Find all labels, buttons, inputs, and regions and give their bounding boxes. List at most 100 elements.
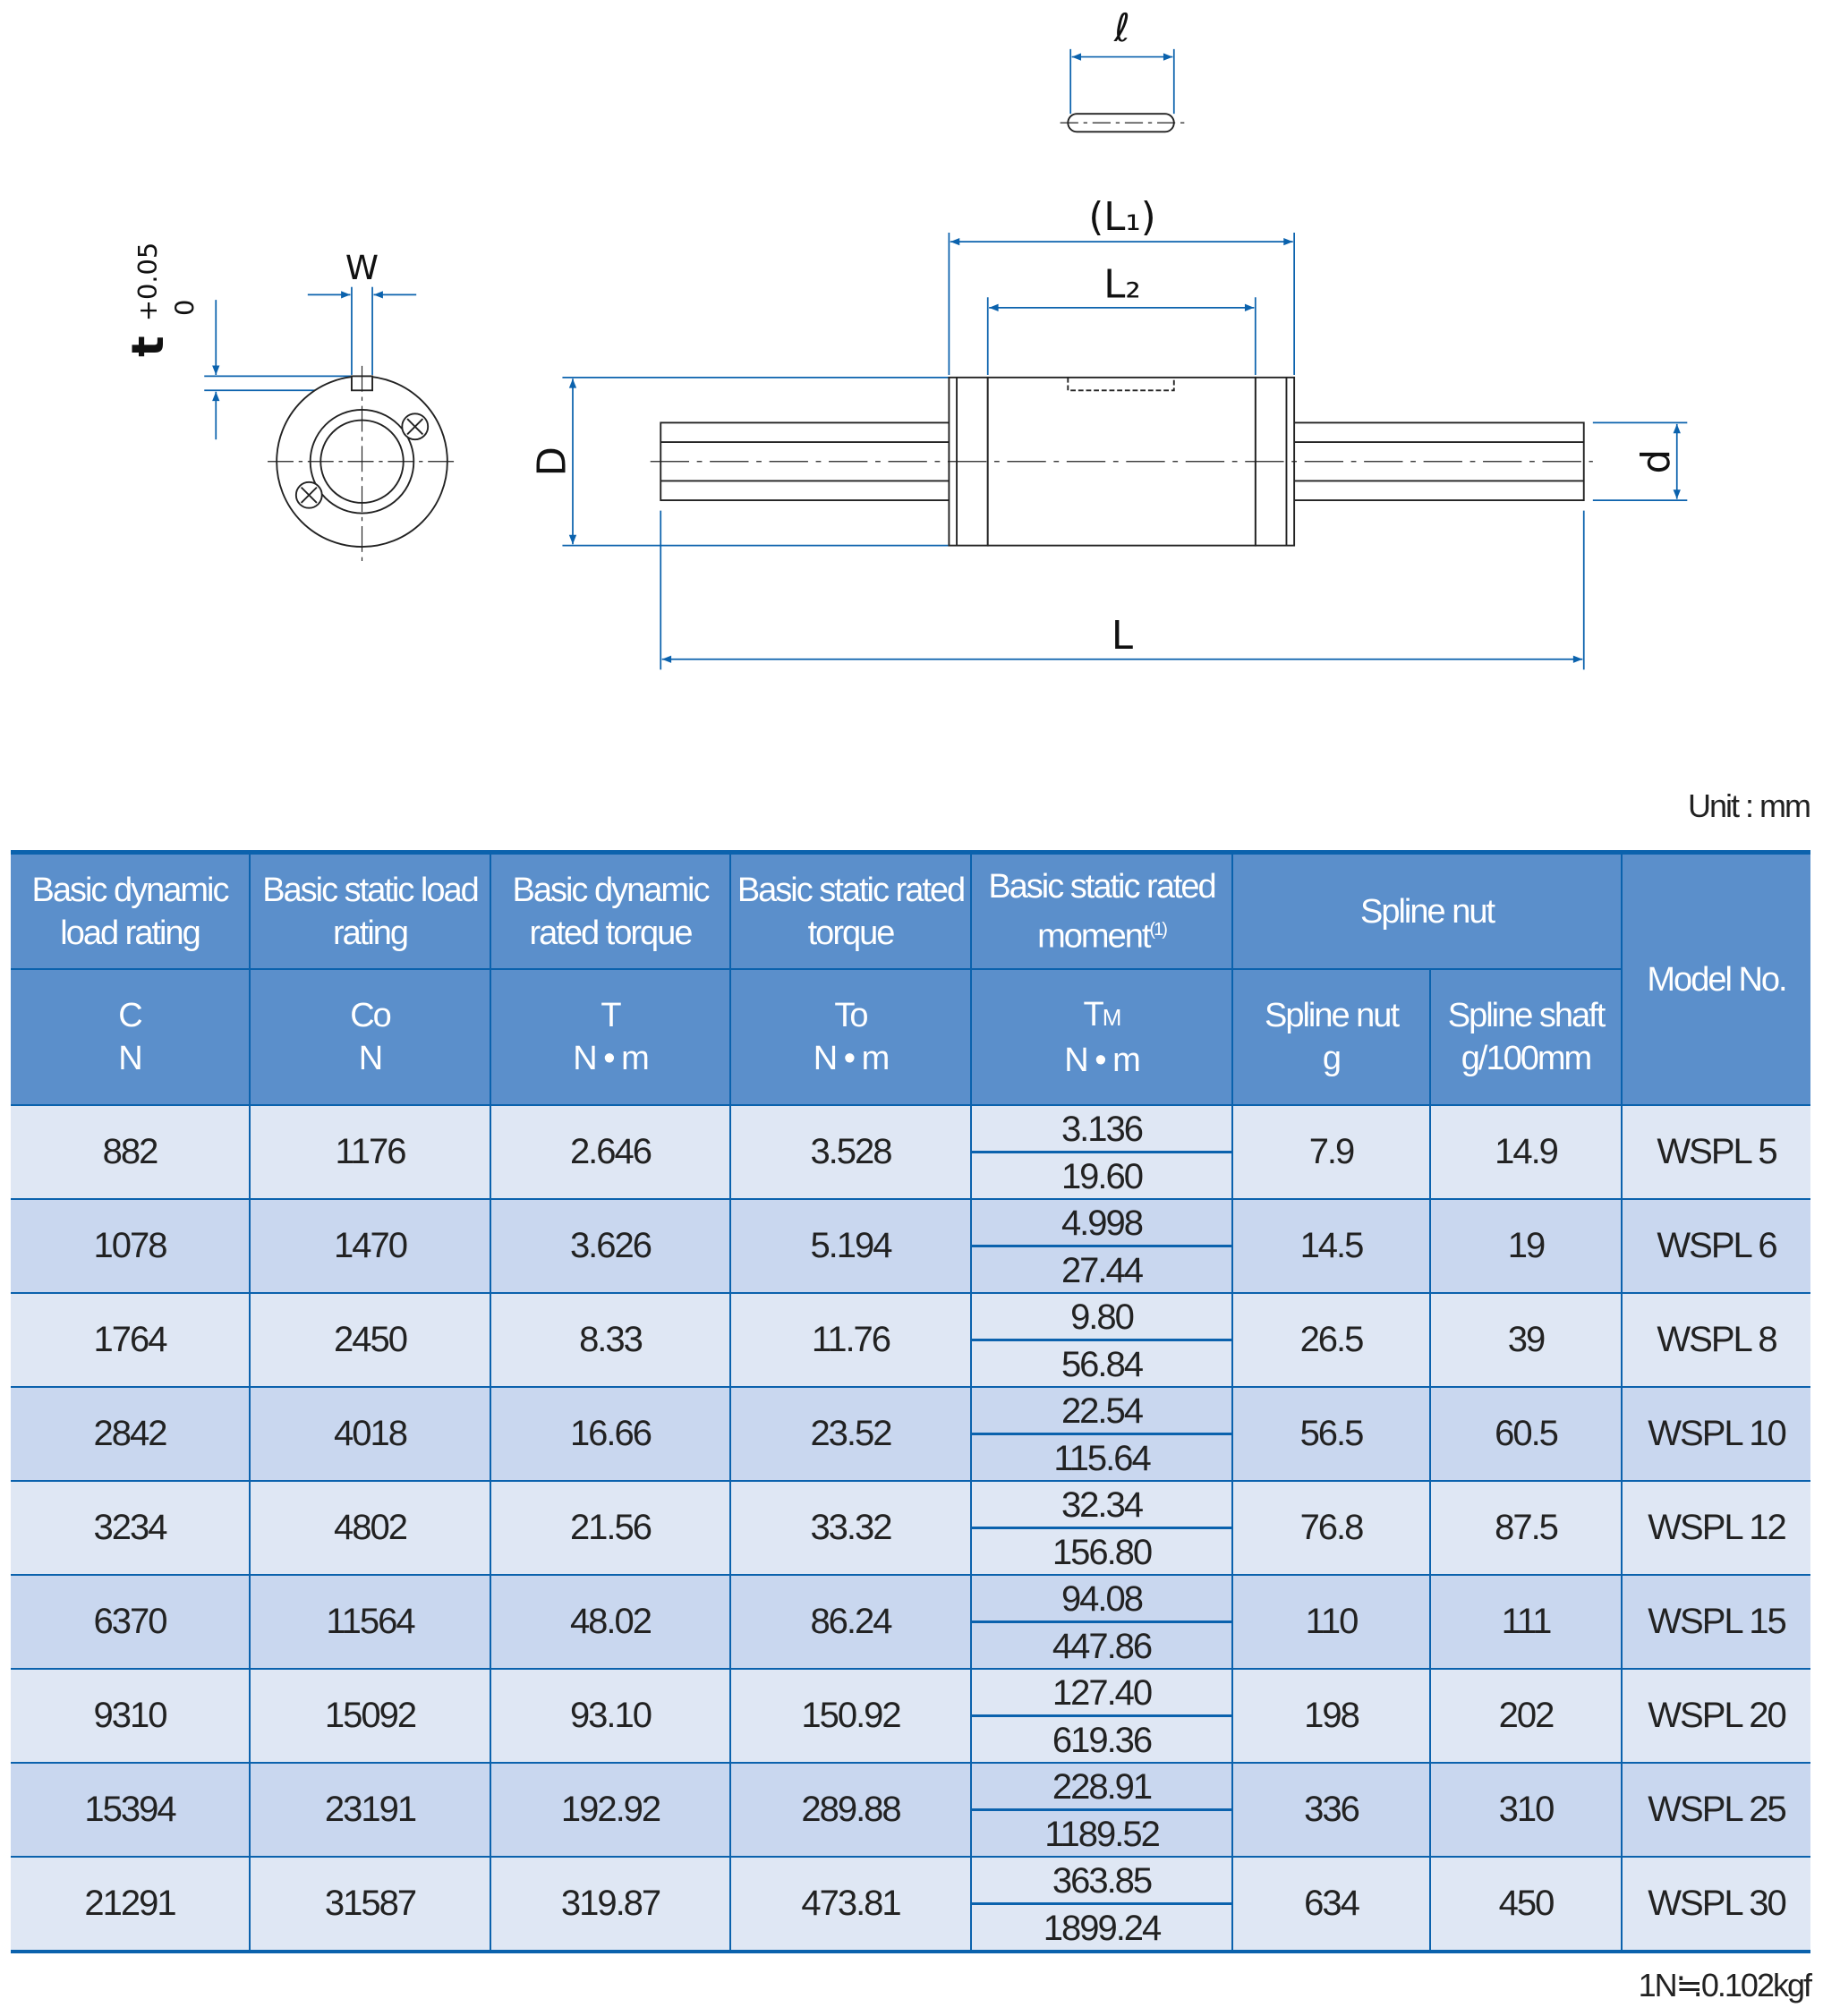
cell-dynamic-load: 1078 <box>11 1198 251 1294</box>
dim-label-W: W <box>345 248 379 287</box>
cell-model-no: WSPL 5 <box>1621 1104 1811 1200</box>
header-model-no: Model No. <box>1621 851 1811 1106</box>
cell-dynamic-torque: 16.66 <box>490 1386 731 1482</box>
dim-label-l: ℓ <box>1113 6 1130 51</box>
cell-dynamic-torque: 319.87 <box>490 1856 731 1952</box>
cell-static-load: 15092 <box>249 1668 491 1764</box>
cell-dynamic-torque: 21.56 <box>490 1480 731 1576</box>
moment-single-nut: 22.54 <box>972 1388 1231 1435</box>
moment-double-nut: 1189.52 <box>1044 1815 1161 1854</box>
cell-dynamic-torque: 2.646 <box>490 1104 731 1200</box>
header-dynamic-load: Basic dynamic load rating <box>11 851 251 970</box>
cell-static-load: 1470 <box>249 1198 491 1294</box>
cell-model-no: WSPL 25 <box>1621 1762 1811 1858</box>
cell-static-torque: 5.194 <box>729 1198 972 1294</box>
cell-model-no: WSPL 15 <box>1621 1574 1811 1670</box>
cell-static-torque: 11.76 <box>729 1292 972 1388</box>
header-static-torque: Basic static rated torque <box>729 851 972 970</box>
dim-label-D: D <box>530 447 575 476</box>
cell-model-no: WSPL 6 <box>1621 1198 1811 1294</box>
moment-double-nut: 156.80 <box>1052 1533 1153 1572</box>
cell-static-torque: 86.24 <box>729 1574 972 1670</box>
moment-single-nut: 32.34 <box>972 1482 1231 1529</box>
dim-label-L1: (L₁) <box>1088 195 1155 240</box>
conversion-note: 1N≒0.102kgf <box>1638 1967 1812 2003</box>
cell-shaft-mass: 111 <box>1428 1574 1623 1670</box>
cell-nut-mass: 7.9 <box>1231 1104 1431 1200</box>
cell-shaft-mass: 87.5 <box>1428 1480 1623 1576</box>
cell-static-moment: 127.40 619.36 <box>970 1668 1233 1764</box>
cell-dynamic-torque: 93.10 <box>490 1668 731 1764</box>
cell-model-no: WSPL 10 <box>1621 1386 1811 1482</box>
dim-label-L2: L₂ <box>1103 262 1141 307</box>
cell-nut-mass: 56.5 <box>1231 1386 1431 1482</box>
cell-shaft-mass: 19 <box>1428 1198 1623 1294</box>
cell-dynamic-torque: 48.02 <box>490 1574 731 1670</box>
header-static-load: Basic static load rating <box>249 851 491 970</box>
t-tolerance-lower: 0 <box>170 300 200 316</box>
cell-static-moment: 228.91 1189.52 <box>970 1762 1233 1858</box>
cell-dynamic-load: 9310 <box>11 1668 251 1764</box>
cell-dynamic-load: 15394 <box>11 1762 251 1858</box>
cell-model-no: WSPL 20 <box>1621 1668 1811 1764</box>
spline-dimension-drawing: ℓ (L₁) L₂ L W D d t +0.05 0 <box>122 6 1688 670</box>
moment-double-nut: 619.36 <box>1052 1721 1153 1760</box>
cell-static-torque: 3.528 <box>729 1104 972 1200</box>
moment-single-nut: 127.40 <box>972 1670 1231 1717</box>
cell-nut-mass: 26.5 <box>1231 1292 1431 1388</box>
cell-nut-mass: 14.5 <box>1231 1198 1431 1294</box>
cell-static-torque: 150.92 <box>729 1668 972 1764</box>
cell-static-load: 11564 <box>249 1574 491 1670</box>
cell-model-no: WSPL 8 <box>1621 1292 1811 1388</box>
cell-shaft-mass: 60.5 <box>1428 1386 1623 1482</box>
cell-dynamic-load: 21291 <box>11 1856 251 1952</box>
cell-static-load: 31587 <box>249 1856 491 1952</box>
cell-static-load: 2450 <box>249 1292 491 1388</box>
cell-dynamic-torque: 3.626 <box>490 1198 731 1294</box>
cell-static-moment: 32.34 156.80 <box>970 1480 1233 1576</box>
cell-nut-mass: 110 <box>1231 1574 1431 1670</box>
moment-double-nut: 447.86 <box>1052 1627 1153 1666</box>
t-tolerance-upper: +0.05 <box>132 242 163 321</box>
moment-double-nut: 1899.24 <box>1043 1909 1163 1948</box>
cell-nut-mass: 76.8 <box>1231 1480 1431 1576</box>
moment-single-nut: 94.08 <box>972 1576 1231 1623</box>
header-static-moment: Basic static rated moment(1) <box>970 851 1233 970</box>
cell-static-moment: 363.85 1899.24 <box>970 1856 1233 1952</box>
moment-single-nut: 228.91 <box>972 1764 1231 1811</box>
cell-shaft-mass: 202 <box>1428 1668 1623 1764</box>
cell-dynamic-load: 2842 <box>11 1386 251 1482</box>
header-spline-nut: Spline nut <box>1231 851 1623 970</box>
moment-single-nut: 3.136 <box>972 1106 1231 1153</box>
header-dynamic-torque: Basic dynamic rated torque <box>490 851 731 970</box>
moment-double-nut: 19.60 <box>1061 1157 1144 1196</box>
cell-nut-mass: 634 <box>1231 1856 1431 1952</box>
footnote-marker: (1) <box>1149 919 1168 940</box>
moment-single-nut: 363.85 <box>972 1858 1231 1905</box>
cell-static-load: 4018 <box>249 1386 491 1482</box>
cell-shaft-mass: 39 <box>1428 1292 1623 1388</box>
cell-shaft-mass: 310 <box>1428 1762 1623 1858</box>
cell-static-torque: 473.81 <box>729 1856 972 1952</box>
cell-static-moment: 3.136 19.60 <box>970 1104 1233 1200</box>
cell-model-no: WSPL 12 <box>1621 1480 1811 1576</box>
cell-static-torque: 289.88 <box>729 1762 972 1858</box>
cell-dynamic-torque: 8.33 <box>490 1292 731 1388</box>
cell-static-moment: 94.08 447.86 <box>970 1574 1233 1670</box>
cell-dynamic-torque: 192.92 <box>490 1762 731 1858</box>
dim-label-t: t <box>122 336 174 356</box>
